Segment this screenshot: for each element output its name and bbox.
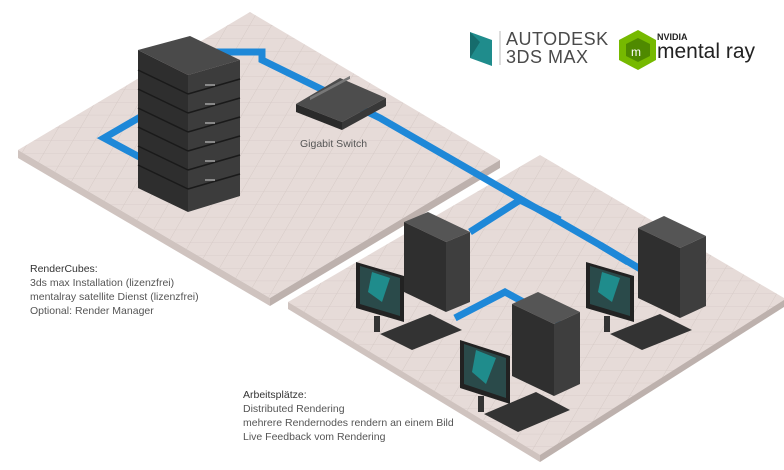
rendercubes-line: mentalray satellite Dienst (lizenzfrei) [30, 291, 199, 303]
rendercubes-line: Optional: Render Manager [30, 305, 154, 317]
svg-text:m: m [631, 45, 641, 59]
nvidia-wordmark: NVIDIA [657, 32, 688, 42]
arbeitsplaetze-heading: Arbeitsplätze: [243, 389, 307, 401]
workstation-1 [356, 212, 470, 350]
mental-ray-logo-icon: m [619, 30, 656, 70]
arbeitsplaetze-line: Live Feedback vom Rendering [243, 431, 386, 443]
mental-ray-logo: NVIDIA mental ray [617, 28, 777, 70]
switch-label: Gigabit Switch [300, 138, 368, 150]
workstation-3 [586, 216, 706, 350]
workstation-2 [460, 292, 580, 432]
rendercubes-description: RenderCubes: 3ds max Installation (lizen… [30, 262, 199, 318]
server-rack [137, 36, 241, 212]
autodesk-wordmark: AUTODESK [506, 29, 609, 49]
autodesk-logo: AUTODESK 3DS MAX [468, 28, 608, 68]
arbeitsplaetze-description: Arbeitsplätze: Distributed Rendering meh… [243, 388, 454, 444]
autodesk-3dsmax-logo-icon [470, 31, 501, 66]
3dsmax-wordmark: 3DS MAX [506, 47, 589, 67]
arbeitsplaetze-line: mehrere Rendernodes rendern an einem Bil… [243, 417, 454, 429]
rendercubes-heading: RenderCubes: [30, 263, 98, 275]
arbeitsplaetze-line: Distributed Rendering [243, 403, 345, 415]
gigabit-switch [296, 75, 386, 130]
rendercubes-line: 3ds max Installation (lizenzfrei) [30, 277, 175, 289]
mental-ray-wordmark: mental ray [657, 40, 756, 63]
